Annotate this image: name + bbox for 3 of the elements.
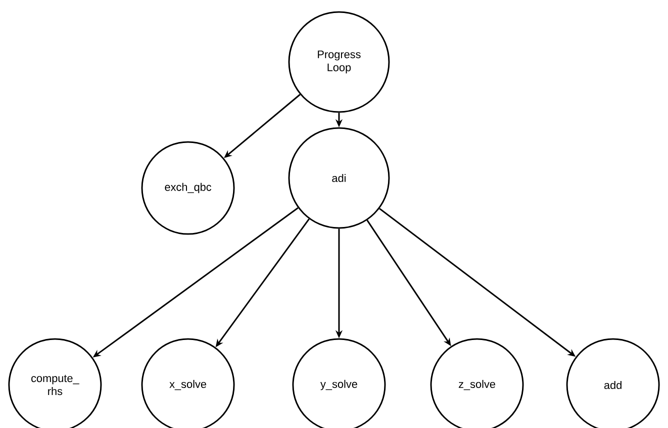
circle-node: exch_qbc <box>141 141 235 235</box>
circle-node: adi <box>288 127 390 229</box>
circle-node: Progress Loop <box>288 11 390 113</box>
